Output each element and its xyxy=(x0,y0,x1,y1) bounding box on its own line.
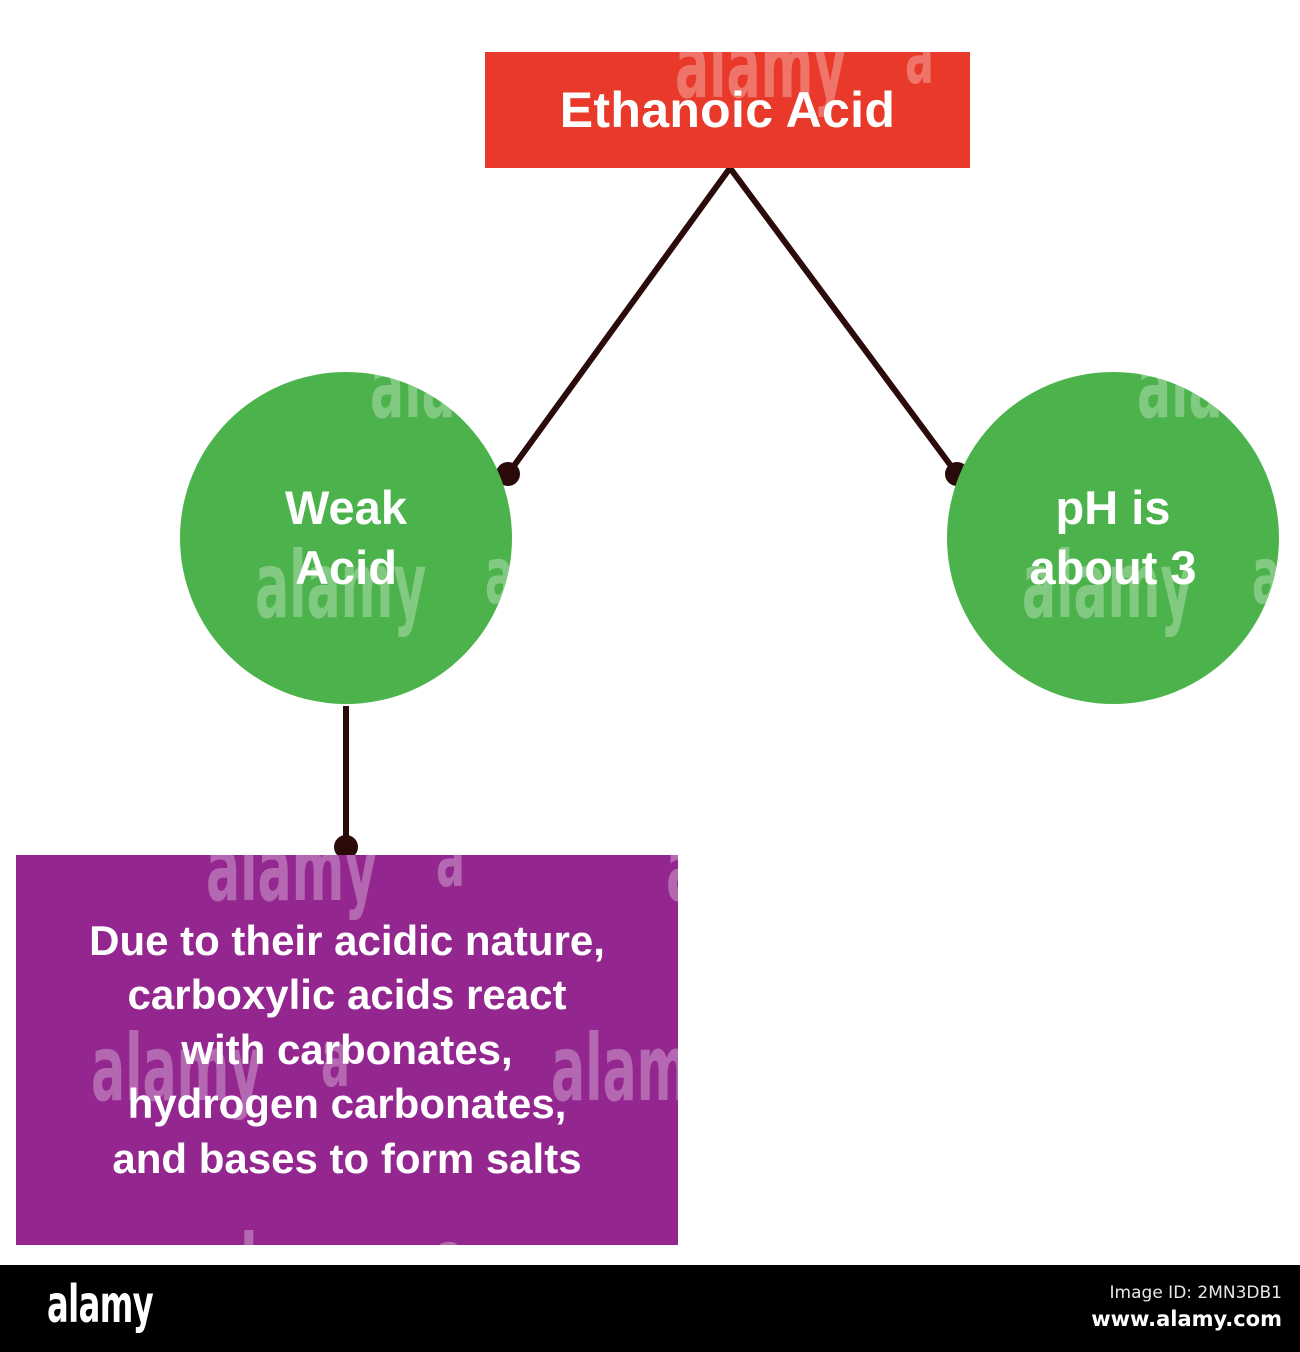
node-ethanoic-acid[interactable]: alamyaalamyaaalamyaalamy Ethanoic Acid xyxy=(485,52,970,168)
node-weak-acid-label: Weak Acid xyxy=(285,480,407,594)
connector-title-to-right xyxy=(727,166,960,476)
node-weak-acid[interactable]: alamyaalamyaalamyaalamyaalamy Weak Acid xyxy=(180,372,512,704)
node-ph-value-label: pH is about 3 xyxy=(1029,480,1197,594)
node-acidic-nature-note[interactable]: alamyaalamyaalamyaalamyaalamyaalamyaalam… xyxy=(16,855,678,1245)
node-acidic-nature-note-label: Due to their acidic nature, carboxylic a… xyxy=(89,916,605,1182)
alamy-logo: alamy xyxy=(47,1275,154,1335)
node-ethanoic-acid-label: Ethanoic Acid xyxy=(559,81,896,138)
alamy-url-label: www.alamy.com xyxy=(1091,1306,1282,1331)
footer-meta: Image ID: 2MN3DB1 www.alamy.com xyxy=(1091,1281,1282,1333)
footer-bar: alamy Image ID: 2MN3DB1 www.alamy.com xyxy=(0,1265,1300,1352)
connector-title-to-left xyxy=(505,166,733,476)
node-ph-value[interactable]: alamyaalamyaalamyaalamyaalamy pH is abou… xyxy=(947,372,1279,704)
image-id-label: Image ID: 2MN3DB1 xyxy=(1109,1283,1282,1303)
diagram-canvas: alamyaalamyaaalamyaalamy Ethanoic Acid a… xyxy=(16,52,1279,1245)
